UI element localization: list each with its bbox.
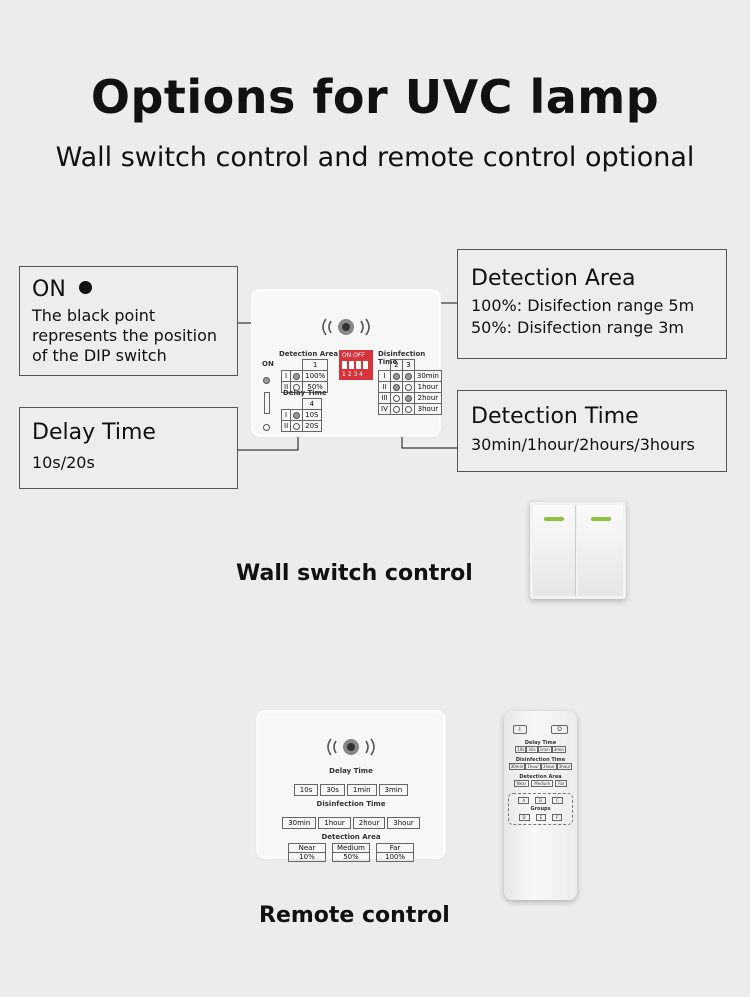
caption-remote-control: Remote control bbox=[259, 903, 450, 928]
remote-groups-title: Groups bbox=[530, 806, 551, 812]
panel2-disinf-title: Disinfection Time bbox=[316, 800, 386, 808]
remote-area-button[interactable]: Near bbox=[513, 780, 530, 787]
dip-numbers: 1 2 3 4 bbox=[342, 371, 363, 378]
callout-delay-time: Delay Time 10s/20s bbox=[19, 407, 238, 489]
green-indicator-icon bbox=[590, 517, 611, 521]
callout-detection-area: Detection Area 100%: Disifection range 5… bbox=[457, 249, 727, 359]
black-dot-icon bbox=[78, 281, 92, 294]
callout-delay-title: Delay Time bbox=[32, 420, 156, 445]
wall-switch-device[interactable] bbox=[530, 502, 626, 599]
on-indicator-column bbox=[263, 370, 273, 436]
remote-disinf-button[interactable]: 30min bbox=[508, 763, 526, 770]
remote-group-button[interactable]: C bbox=[551, 797, 563, 804]
remote-delay-button[interactable]: 1min bbox=[537, 746, 552, 753]
callout-on-title: ON bbox=[32, 277, 66, 302]
on-indicator-label: ON bbox=[262, 360, 274, 368]
dip-off-label: OFF bbox=[353, 352, 365, 359]
remote-group-button[interactable]: A bbox=[518, 797, 530, 804]
remote-area-button[interactable]: Far bbox=[555, 780, 568, 787]
disinf-3hour-button[interactable]: 3hour bbox=[387, 817, 420, 829]
remote-delay-button[interactable]: 10s bbox=[515, 746, 527, 753]
sensor-icon bbox=[259, 735, 443, 759]
remote-delay-button[interactable]: 3min bbox=[551, 746, 566, 753]
remote-disinf-title: Disinfection Time bbox=[515, 757, 566, 763]
callout-detection-time: Detection Time 30min/1hour/2hours/3hours bbox=[457, 390, 727, 472]
panel1-delay-title: Delay Time bbox=[283, 389, 327, 397]
callout-on-line1: The black point bbox=[32, 306, 156, 325]
delay-3min-button[interactable]: 3min bbox=[378, 784, 409, 796]
panel1-area-title: Detection Area bbox=[279, 350, 339, 358]
remote-area-title: Detection Area bbox=[519, 774, 562, 780]
remote-disinf-button[interactable]: 3hour bbox=[556, 763, 573, 770]
callout-on-line3: of the DIP switch bbox=[32, 346, 167, 365]
wall-switch-left-rocker[interactable] bbox=[533, 505, 576, 596]
panel2-area-title: Detection Area bbox=[321, 833, 381, 841]
remote-group-button[interactable]: D bbox=[518, 814, 530, 821]
callout-on-line2: represents the position bbox=[32, 326, 218, 345]
on-indicator-dot bbox=[263, 377, 270, 384]
callout-area-title: Detection Area bbox=[471, 266, 636, 291]
page-subtitle: Wall switch control and remote control o… bbox=[55, 142, 695, 173]
dip-switch[interactable]: ON OFF 1 2 3 4 bbox=[339, 350, 373, 380]
delay-30s-button[interactable]: 30s bbox=[320, 784, 345, 796]
dip-toggles bbox=[342, 361, 370, 369]
arrow-time bbox=[398, 424, 457, 449]
disinf-1hour-button[interactable]: 1hour bbox=[318, 817, 351, 829]
delay-1min-button[interactable]: 1min bbox=[346, 784, 377, 796]
wall-switch-right-rocker[interactable] bbox=[578, 505, 623, 596]
callout-area-line1: 100%: Disifection range 5m bbox=[471, 296, 695, 315]
sensor-icon bbox=[316, 315, 376, 339]
remote-group-button[interactable]: E bbox=[535, 814, 547, 821]
remote-disinf-button[interactable]: 1hour bbox=[525, 763, 541, 770]
green-indicator-icon bbox=[544, 517, 564, 521]
panel2-delay-title: Delay Time bbox=[329, 767, 373, 775]
panel1-disinf-title: Disinfection Time bbox=[378, 350, 426, 366]
remote-disinf-button[interactable]: 2hour bbox=[540, 763, 557, 770]
dip-slider-track bbox=[264, 392, 270, 414]
off-indicator-dot bbox=[263, 424, 270, 431]
remote-off-button[interactable]: O bbox=[551, 725, 568, 734]
callout-time-title: Detection Time bbox=[471, 404, 639, 429]
remote-on-button[interactable]: I bbox=[513, 725, 527, 734]
disinf-2hour-button[interactable]: 2hour bbox=[352, 817, 386, 829]
remote-delay-title: Delay Time bbox=[524, 740, 557, 746]
page-title: Options for UVC lamp bbox=[90, 70, 660, 124]
callout-on: ON The black point represents the positi… bbox=[19, 266, 238, 376]
remote-group-button[interactable]: F bbox=[552, 814, 563, 821]
callout-area-line2: 50%: Disifection range 3m bbox=[471, 318, 684, 337]
callout-delay-body: 10s/20s bbox=[32, 453, 95, 472]
dip-on-label: ON bbox=[342, 352, 352, 359]
disinf-30min-button[interactable]: 30min bbox=[282, 817, 317, 829]
delay-10s-button[interactable]: 10s bbox=[293, 784, 319, 796]
remote-group-button[interactable]: B bbox=[535, 797, 546, 804]
arrow-delay bbox=[238, 424, 302, 451]
remote-area-button[interactable]: Medium bbox=[531, 780, 554, 787]
caption-wall-switch: Wall switch control bbox=[236, 561, 473, 586]
callout-time-body: 30min/1hour/2hours/3hours bbox=[471, 435, 695, 454]
remote-delay-button[interactable]: 30s bbox=[526, 746, 538, 753]
